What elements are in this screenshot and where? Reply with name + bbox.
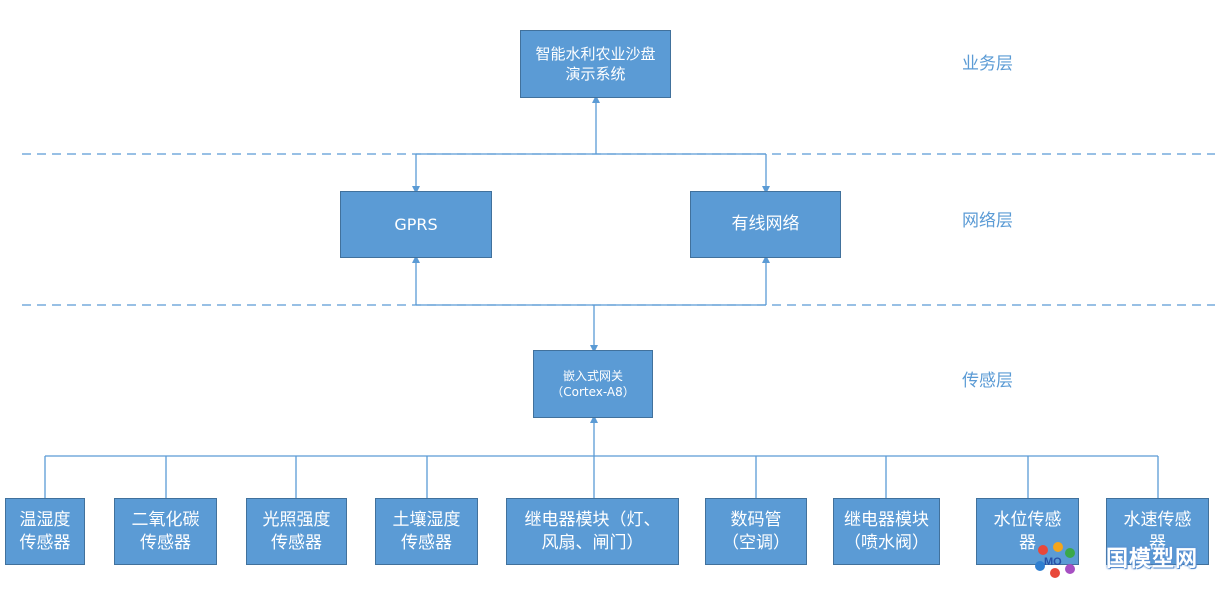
gateway-node: 嵌入式网关 （Cortex-A8）: [533, 350, 653, 418]
wired-network-node: 有线网络: [690, 191, 841, 258]
sensor-temp-humidity: 温湿度 传感器: [5, 498, 85, 565]
layer-label-network: 网络层: [962, 211, 1013, 231]
system-node: 智能水利农业沙盘 演示系统: [520, 30, 671, 98]
sensor-light: 光照强度 传感器: [246, 498, 347, 565]
sensor-soil-humidity: 土壤湿度 传感器: [375, 498, 478, 565]
gprs-node: GPRS: [340, 191, 492, 258]
sensor-water-level: 水位传感 器: [976, 498, 1079, 565]
layer-label-business: 业务层: [962, 54, 1013, 74]
watermark-text: 国模型网: [1106, 547, 1199, 572]
relay-module-sprinkler: 继电器模块 （喷水阀）: [833, 498, 940, 565]
layer-label-sensing: 传感层: [962, 371, 1013, 391]
sensor-co2: 二氧化碳 传感器: [114, 498, 217, 565]
mo-logo-icon: MO: [1035, 542, 1075, 578]
sensor-water-speed: 水速传感 器: [1106, 498, 1209, 565]
watermark: MO: [1035, 542, 1075, 578]
relay-module-light-fan-gate: 继电器模块（灯、 风扇、闸门）: [506, 498, 679, 565]
digital-tube-ac: 数码管 （空调）: [705, 498, 807, 565]
svg-text:MO: MO: [1044, 556, 1062, 568]
